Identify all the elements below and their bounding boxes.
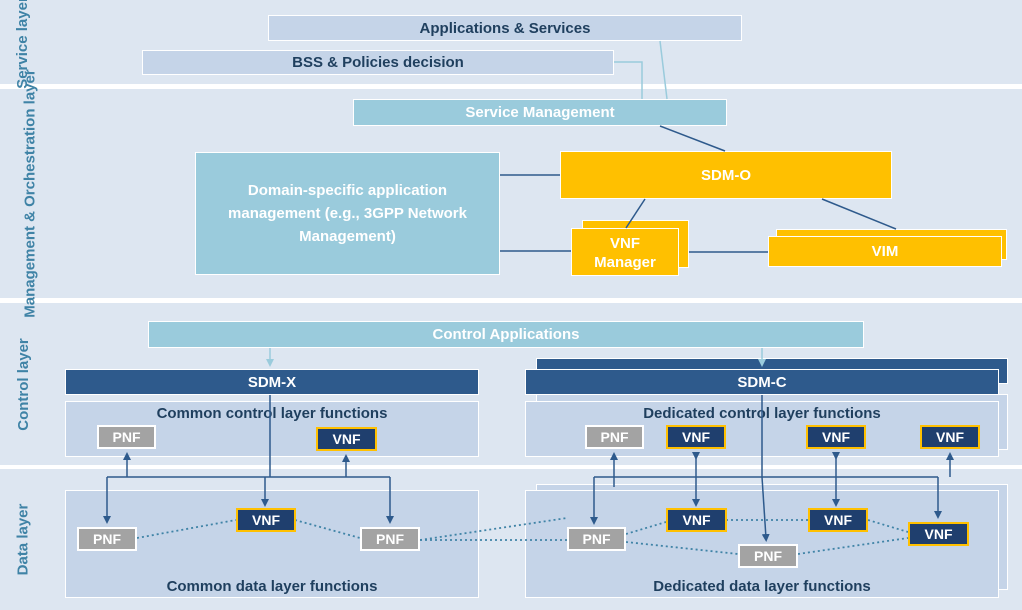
control-layer-label: Control layer: [0, 303, 46, 465]
dedicated-control-vnf-3: VNF: [920, 425, 980, 449]
dedicated-data-vnf-2: VNF: [808, 508, 868, 532]
applications-services-box: Applications & Services: [268, 15, 742, 41]
management-layer-label-text: Management & Orchestration layer: [21, 69, 39, 318]
data-layer-label-text: Data layer: [14, 503, 32, 576]
vnf-manager-box: VNF Manager: [571, 228, 679, 276]
dedicated-control-vnf-1: VNF: [666, 425, 726, 449]
common-data-title: Common data layer functions: [166, 578, 378, 595]
management-layer-label: Management & Orchestration layer: [0, 69, 60, 317]
service-management-box: Service Management: [353, 99, 727, 126]
common-control-title: Common control layer functions: [156, 405, 388, 422]
dedicated-control-title: Dedicated control layer functions: [643, 405, 881, 422]
common-data-vnf: VNF: [236, 508, 296, 532]
control-applications-box: Control Applications: [148, 321, 864, 348]
common-data-pnf-left: PNF: [77, 527, 137, 551]
control-layer-label-text: Control layer: [14, 337, 32, 431]
dedicated-data-title: Dedicated data layer functions: [653, 578, 871, 595]
common-control-vnf: VNF: [316, 427, 377, 451]
domain-app-management-box: Domain-specific application management (…: [195, 152, 500, 275]
dedicated-data-pnf-bottom: PNF: [738, 544, 798, 568]
dedicated-data-pnf-left: PNF: [567, 527, 626, 551]
dedicated-control-vnf-2: VNF: [806, 425, 866, 449]
domain-app-management-text: Domain-specific application management (…: [228, 182, 467, 245]
sdm-x-box: SDM-X: [65, 369, 479, 395]
dedicated-control-pnf: PNF: [585, 425, 644, 449]
dedicated-data-vnf-1: VNF: [666, 508, 727, 532]
bss-policies-box: BSS & Policies decision: [142, 50, 614, 75]
dedicated-data-vnf-3: VNF: [908, 522, 969, 546]
common-control-pnf: PNF: [97, 425, 156, 449]
vim-box: VIM: [768, 236, 1002, 267]
sdm-o-box: SDM-O: [560, 151, 892, 199]
vnf-manager-text: VNF Manager: [594, 235, 656, 271]
data-layer-label: Data layer: [0, 469, 46, 610]
common-data-pnf-right: PNF: [360, 527, 420, 551]
sdm-c-box: SDM-C: [525, 369, 999, 395]
